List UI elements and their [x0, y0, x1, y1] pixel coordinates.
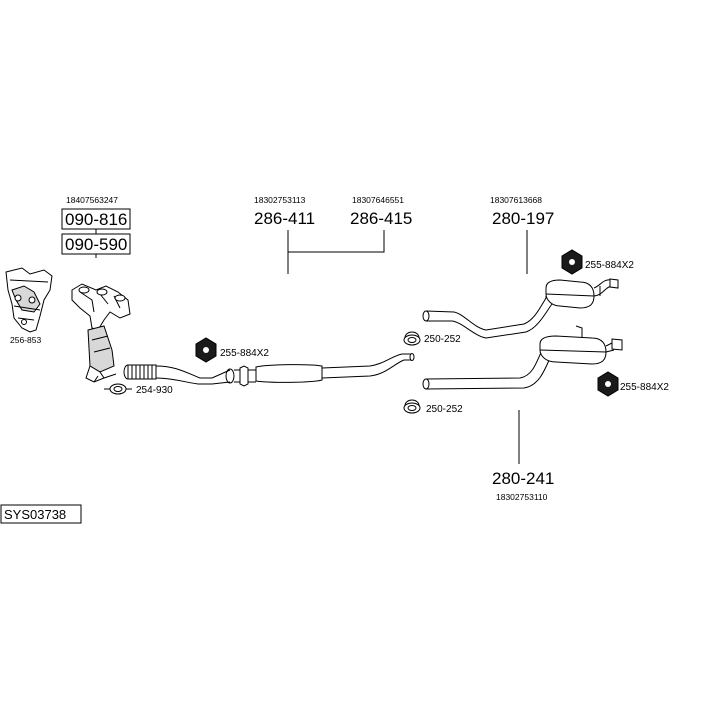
rear-lower-mount-part-number[interactable]: 255-884X2	[620, 382, 669, 393]
front-mount-part-number[interactable]: 255-884X2	[220, 348, 269, 359]
system-code: SYS03738	[4, 507, 66, 522]
centre-oem-number-b: 18307646551	[352, 195, 404, 205]
rear-lower-mount-drawing	[597, 371, 619, 397]
centre-leader-lines	[287, 230, 385, 274]
rear-upper-mount-drawing	[561, 249, 583, 275]
front-clamp-part-number[interactable]: 254-930	[136, 385, 173, 396]
manifold-part-box-b[interactable]: 090-590	[61, 233, 131, 255]
rear-lower-part-number[interactable]: 280-241	[492, 469, 554, 488]
rear-lower-oem-number: 18302753110	[496, 492, 548, 502]
heat-shield-part-number[interactable]: 256-853	[10, 335, 41, 345]
centre-part-number-b[interactable]: 286-415	[350, 209, 412, 228]
rear-lower-silencer-drawing	[422, 325, 623, 390]
system-code-box: SYS03738	[0, 504, 82, 524]
rear-upper-clamp-part-number[interactable]: 250-252	[424, 334, 461, 345]
manifold-part-box-a[interactable]: 090-816	[61, 208, 131, 230]
manifold-catalyst-drawing	[71, 283, 131, 383]
front-clamp-drawing	[104, 383, 132, 395]
rear-upper-part-number[interactable]: 280-197	[492, 209, 554, 228]
rear-upper-mount-part-number[interactable]: 255-884X2	[585, 260, 634, 271]
manifold-part-number-a[interactable]: 090-816	[65, 210, 127, 229]
rear-lower-clamp-part-number[interactable]: 250-252	[426, 404, 463, 415]
front-mount-drawing	[195, 337, 217, 363]
rear-upper-silencer-drawing	[422, 278, 619, 339]
front-pipe-drawing	[123, 353, 415, 387]
rear-upper-clamp-drawing	[403, 331, 421, 346]
manifold-oem-number: 18407563247	[66, 195, 118, 205]
centre-oem-number-a: 18302753113	[254, 195, 306, 205]
rear-lower-clamp-drawing	[403, 399, 421, 414]
rear-upper-oem-number: 18307613668	[490, 195, 542, 205]
manifold-part-number-b[interactable]: 090-590	[65, 235, 127, 254]
heat-shield-drawing	[5, 267, 53, 333]
centre-part-number-a[interactable]: 286-411	[254, 209, 315, 228]
